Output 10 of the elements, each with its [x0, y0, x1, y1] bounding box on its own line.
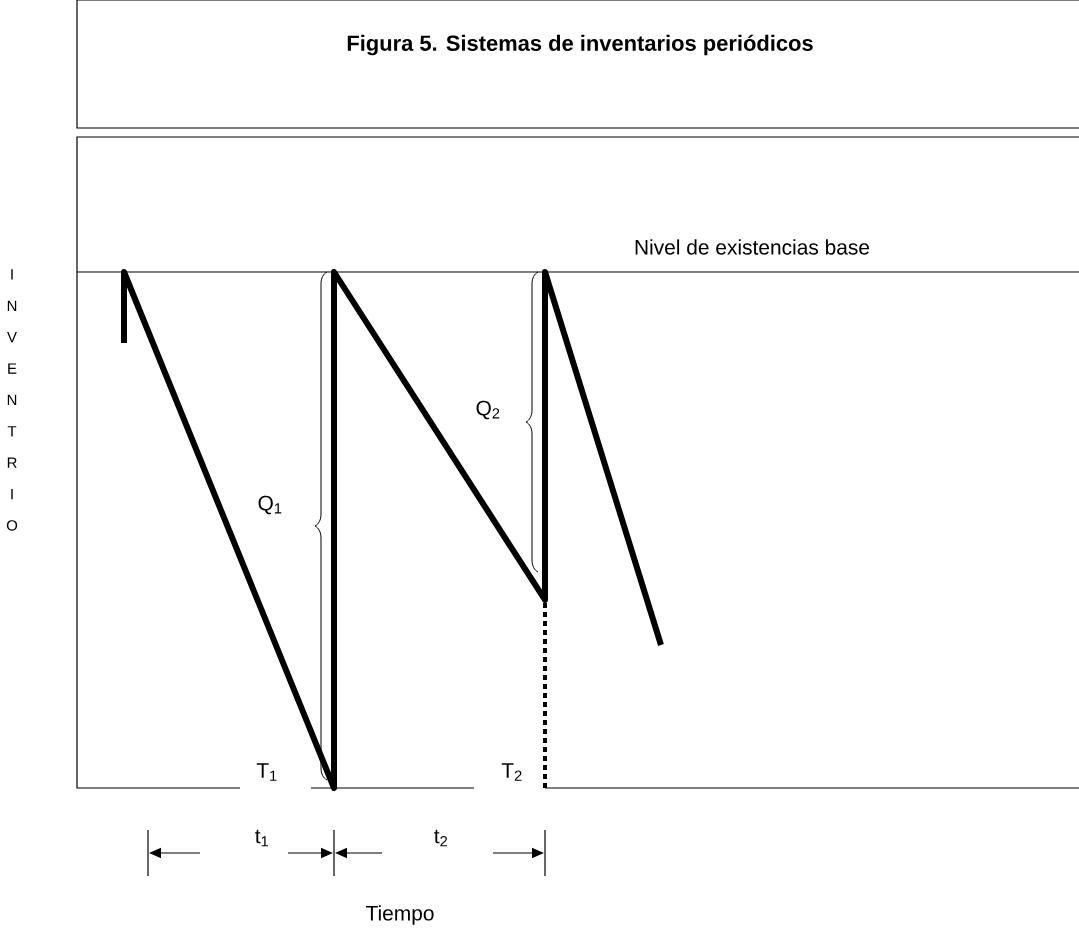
quantity-label: Q$_{1}$ — [258, 495, 282, 515]
interval-label: t$_{1}$ — [255, 829, 268, 847]
period-label: T$_{1}$ — [256, 763, 277, 781]
period-label: T$_{2}$ — [501, 763, 522, 781]
figure-title: Figura 5. Sistemas de inventarios periódicos — [347, 34, 813, 56]
axis-label: I N V E N T R I O — [6, 269, 18, 531]
level-label: Nivel de existencias base — [635, 239, 870, 255]
axis-label: Tiempo — [366, 905, 434, 925]
interval-label: t$_{2}$ — [434, 829, 447, 847]
quantity-label: Q$_{2}$ — [476, 400, 500, 420]
